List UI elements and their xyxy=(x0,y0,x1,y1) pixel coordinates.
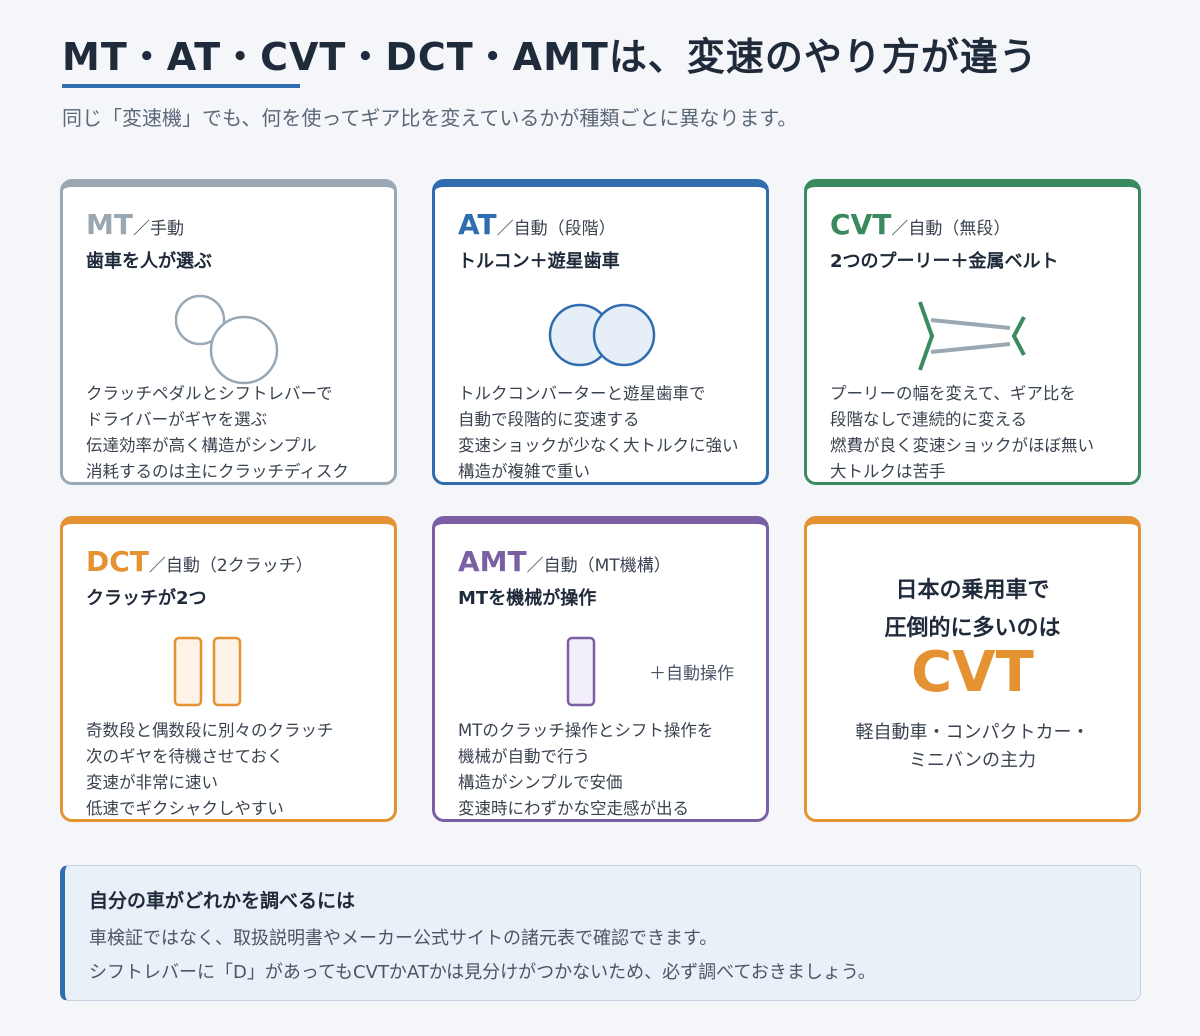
note-line2: シフトレバーに「D」があってもCVTかATかは見分けがつかないため、必ず調べてお… xyxy=(89,962,876,983)
card-subtitle: MTを機械が操作 xyxy=(458,588,597,609)
torque-converter-icon xyxy=(548,303,656,367)
card-kind: ／自動（2クラッチ） xyxy=(148,556,313,576)
card-highlight: 日本の乗用車で 圧倒的に多いのは CVT 軽自動車・コンパクトカー・ ミニバンの… xyxy=(804,516,1141,822)
info-note: 自分の車がどれかを調べるには 車検証ではなく、取扱説明書やメーカー公式サイトの諸… xyxy=(60,865,1141,1001)
dual-clutch-icon xyxy=(173,636,242,707)
page-title: MT・AT・CVT・DCT・AMTは、変速のやり方が違う xyxy=(62,35,1038,79)
card-cvt: CVT／自動（無段） 2つのプーリー＋金属ベルト プーリーの幅を変えて、ギア比を… xyxy=(804,179,1141,485)
card-abbr: DCT xyxy=(86,545,149,578)
card-head: MT／手動 xyxy=(86,207,184,247)
card-kind: ／手動 xyxy=(132,219,184,239)
card-abbr: AMT xyxy=(458,545,527,578)
card-description: トルクコンバーターと遊星歯車で 自動で段階的に変速する 変速ショックが少なく大ト… xyxy=(458,384,739,481)
gears-icon xyxy=(174,294,279,385)
card-abbr: CVT xyxy=(830,208,892,241)
highlight-line1: 日本の乗用車で xyxy=(895,578,1050,603)
highlight-note1: 軽自動車・コンパクトカー・ xyxy=(855,722,1090,743)
pulley-belt-icon xyxy=(918,301,1026,371)
card-description: MTのクラッチ操作とシフト操作を 機械が自動で行う 構造がシンプルで安価 変速時… xyxy=(458,721,714,818)
card-subtitle: トルコン＋遊星歯車 xyxy=(458,251,620,272)
clutch-icon: ＋自動操作 xyxy=(566,636,734,707)
card-kind: ／自動（無段） xyxy=(891,219,1011,239)
title-underline xyxy=(62,84,300,88)
card-description: クラッチペダルとシフトレバーで ドライバーがギヤを選ぶ 伝達効率が高く構造がシン… xyxy=(86,384,349,481)
card-abbr: AT xyxy=(458,208,497,241)
note-line1: 車検証ではなく、取扱説明書やメーカー公式サイトの諸元表で確認できます。 xyxy=(89,928,718,949)
card-head: CVT／自動（無段） xyxy=(830,207,1010,247)
card-description: 奇数段と偶数段に別々のクラッチ 次のギヤを待機させておく 変速が非常に速い 低速… xyxy=(86,721,334,818)
highlight-big-cvt: CVT xyxy=(911,640,1034,705)
card-kind: ／自動（MT機構） xyxy=(526,556,671,576)
card-head: AMT／自動（MT機構） xyxy=(458,544,671,584)
note-title: 自分の車がどれかを調べるには xyxy=(89,890,356,912)
card-subtitle: クラッチが2つ xyxy=(86,588,207,609)
card-description: プーリーの幅を変えて、ギア比を 段階なしで連続的に変える 燃費が良く変速ショック… xyxy=(830,384,1094,481)
card-head: AT／自動（段階） xyxy=(458,207,616,247)
card-kind: ／自動（段階） xyxy=(496,219,616,239)
card-at: AT／自動（段階） トルコン＋遊星歯車 トルクコンバーターと遊星歯車で 自動で段… xyxy=(432,179,769,485)
auto-operation-label: ＋自動操作 xyxy=(649,664,734,684)
card-subtitle: 歯車を人が選ぶ xyxy=(86,251,212,272)
card-amt: AMT／自動（MT機構） MTを機械が操作 ＋自動操作 MTのクラッチ操作とシフ… xyxy=(432,516,769,822)
highlight-line2: 圧倒的に多いのは xyxy=(884,616,1061,641)
card-mt: MT／手動 歯車を人が選ぶ クラッチペダルとシフトレバーで ドライバーがギヤを選… xyxy=(60,179,397,485)
card-abbr: MT xyxy=(86,208,133,241)
page-subtitle: 同じ「変速機」でも、何を使ってギア比を変えているかが種類ごとに異なります。 xyxy=(62,106,798,130)
card-dct: DCT／自動（2クラッチ） クラッチが2つ 奇数段と偶数段に別々のクラッチ 次の… xyxy=(60,516,397,822)
card-subtitle: 2つのプーリー＋金属ベルト xyxy=(830,251,1059,272)
card-head: DCT／自動（2クラッチ） xyxy=(86,544,313,584)
highlight-note2: ミニバンの主力 xyxy=(909,750,1036,771)
